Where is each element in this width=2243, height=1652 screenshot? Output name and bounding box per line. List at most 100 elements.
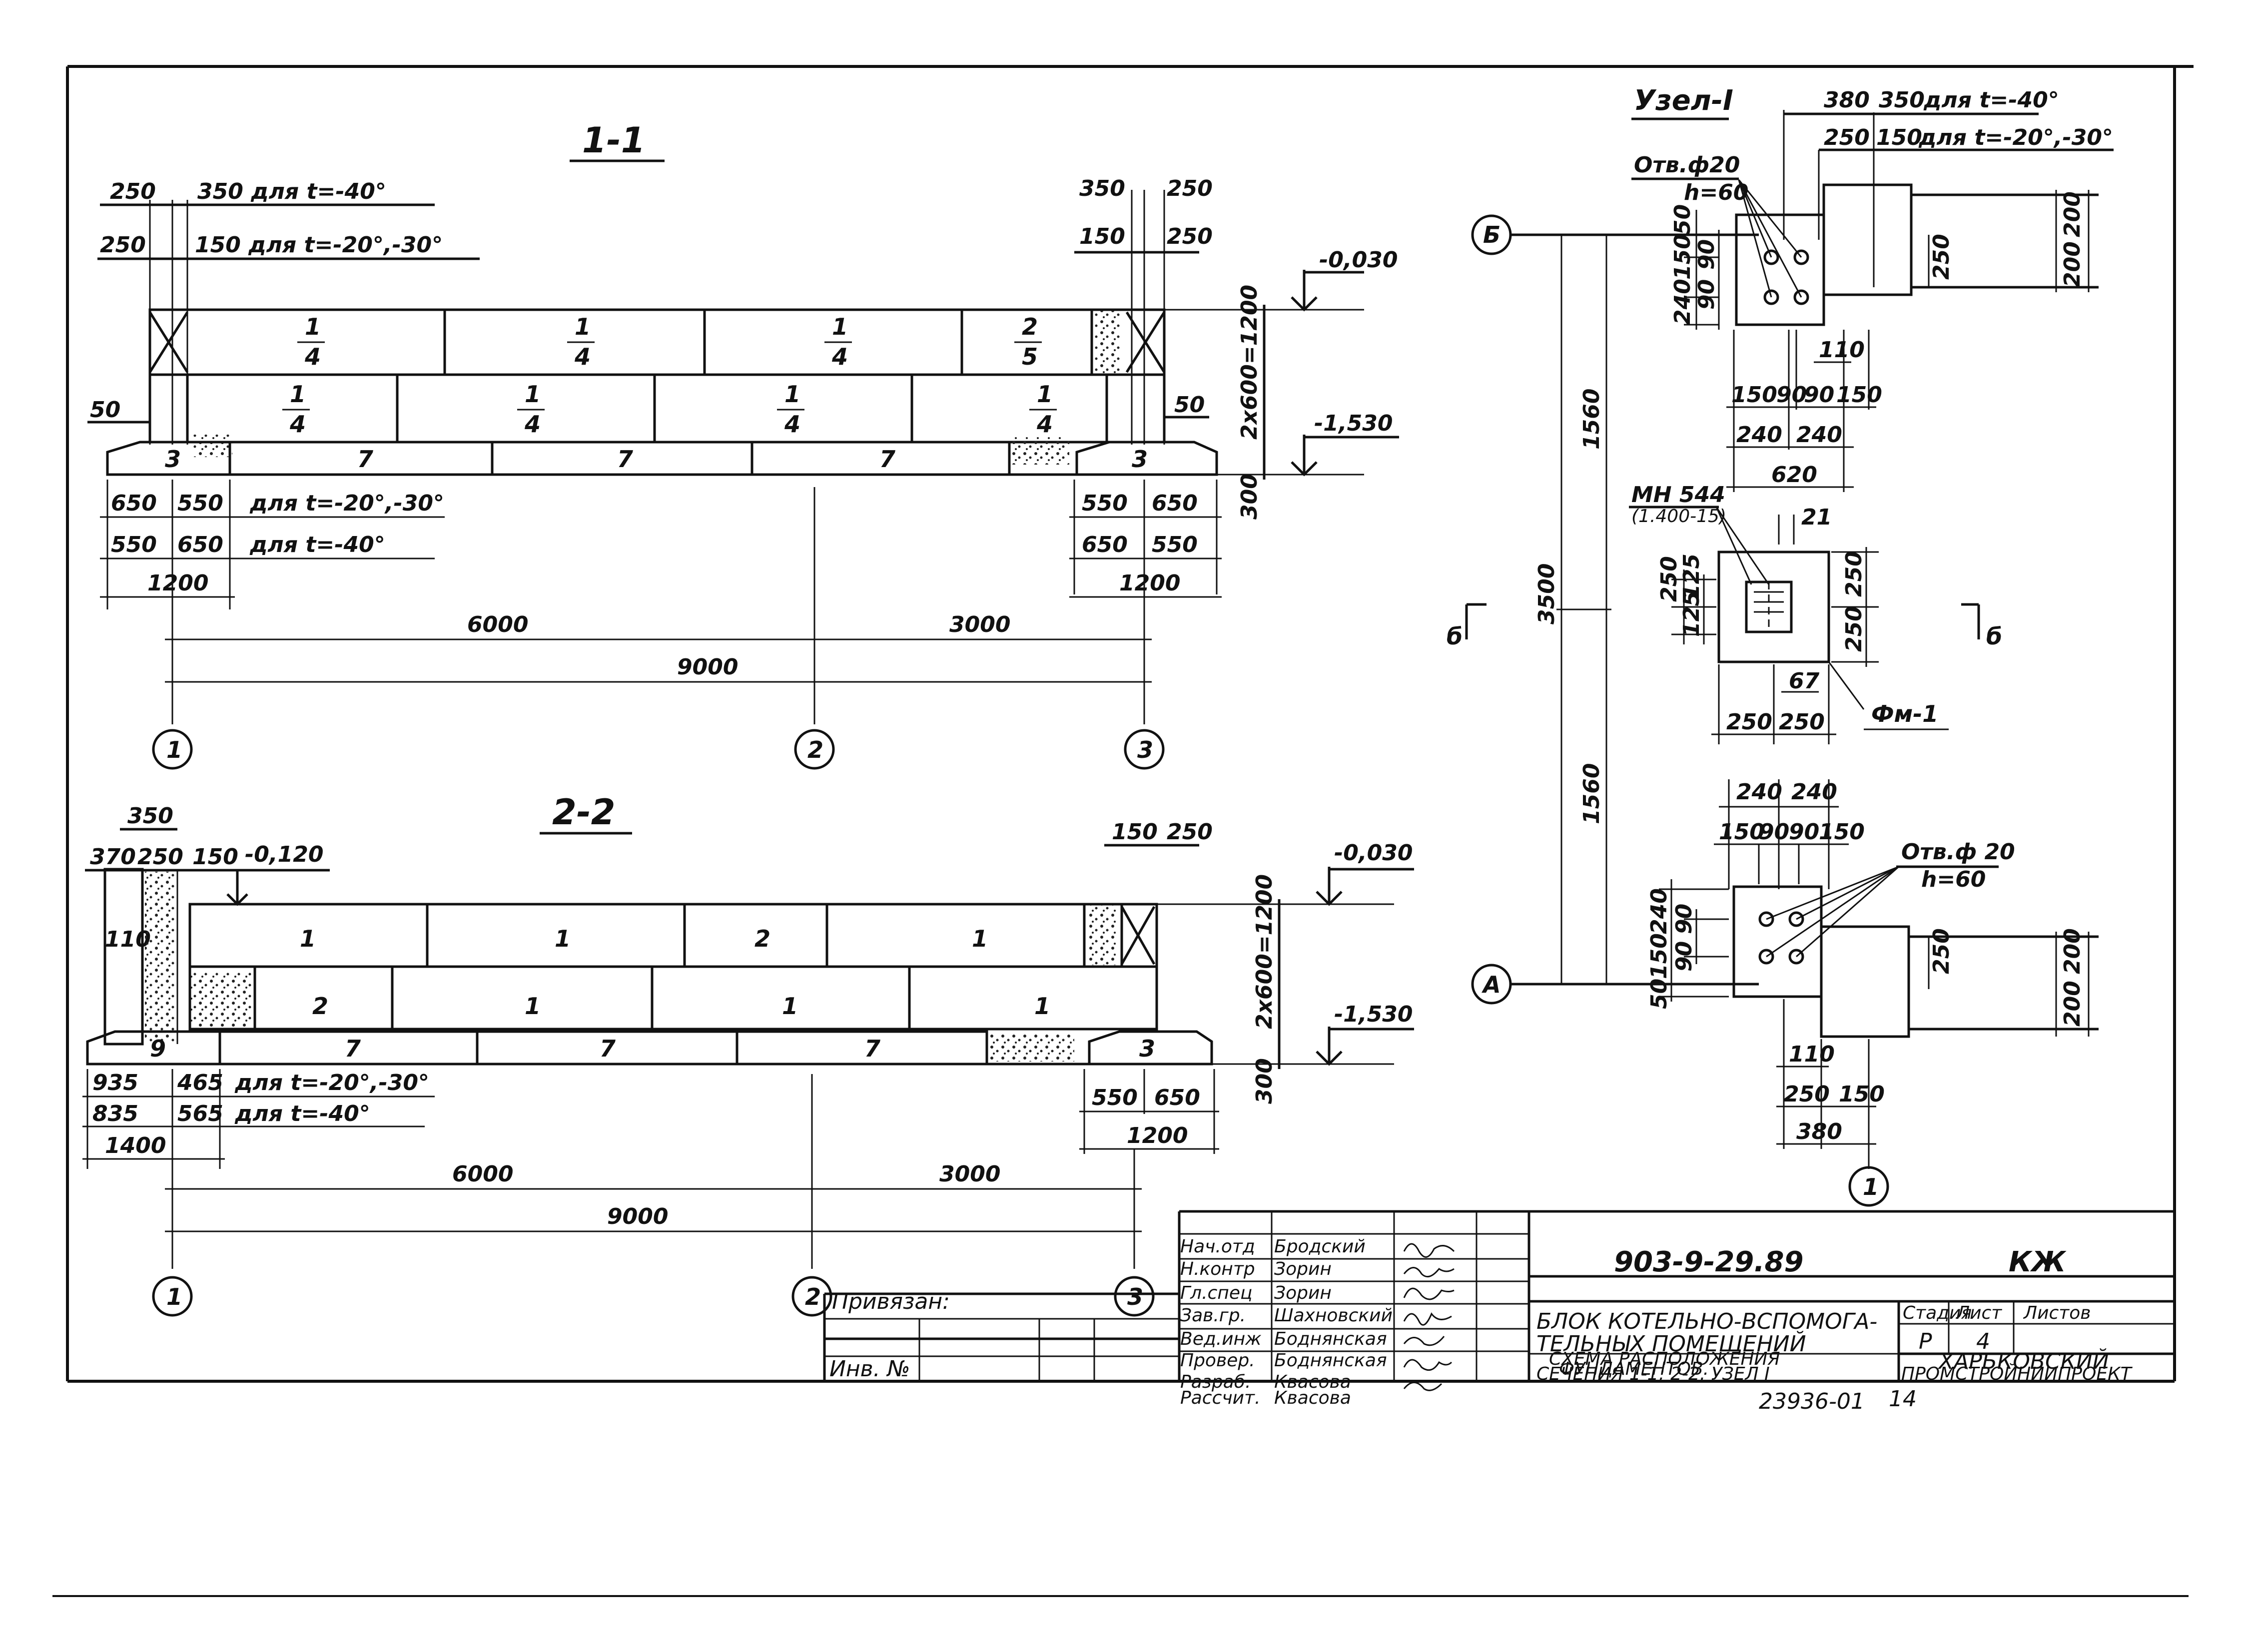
s1-tr-c: 150	[1079, 224, 1125, 249]
tb-role-6: Разраб.	[1180, 1372, 1251, 1392]
n1-lt2-3: 90	[1789, 819, 1819, 845]
n1-ld-200a: 200	[2060, 928, 2085, 974]
s2-lr1-note: для t=-20°,-30°	[234, 1070, 429, 1096]
n1-upper-dim-50: 50	[1670, 204, 1695, 235]
s1-block-top-3-den: 4	[831, 343, 848, 370]
n1-mid-right-250b: 250	[1841, 606, 1867, 652]
s2-top-c: 250	[137, 844, 183, 870]
n1-ld-250: 250	[1929, 928, 1954, 974]
n1-upper-dim-150: 150	[1670, 234, 1695, 280]
s1-block-top-2-num: 1	[575, 313, 591, 340]
n1-upper-dim-90a: 90	[1694, 239, 1719, 270]
s2-top-a: 350	[127, 803, 173, 829]
s2-lr1-b: 465	[177, 1070, 223, 1096]
s1-footing-1: 3	[165, 446, 181, 473]
s1-left-total: 1200	[147, 570, 208, 596]
n1-upper-dim-240: 240	[1670, 279, 1695, 325]
s1-tr-d: 250	[1167, 224, 1213, 249]
n1-mid-right-250a: 250	[1841, 551, 1867, 597]
s1-footing-2: 7	[357, 446, 373, 473]
n1-axis-b: Б	[1483, 221, 1500, 248]
tb-role-2: Гл.спец	[1180, 1283, 1253, 1303]
n1-lt2-2: 90	[1759, 819, 1789, 845]
tb-archive: 23936-01	[1759, 1389, 1865, 1414]
tb-org-1: ХАРЬКОВСКИЙ	[1938, 1348, 2109, 1374]
s2-footing-1: 9	[150, 1035, 166, 1062]
tb-name-7: Квасова	[1274, 1388, 1351, 1408]
s1-note-2b: 150 для t=-20°,-30°	[195, 232, 443, 258]
n1-hole-2: Отв.ф 20	[1901, 839, 2015, 865]
tb-stage: Р	[1919, 1329, 1932, 1354]
s1-side-left: 50	[90, 397, 120, 423]
s1-block-bot-1-den: 4	[289, 411, 306, 438]
s1-block-top-4-num: 2	[1022, 313, 1038, 340]
n1-height-3: 1560	[1579, 763, 1604, 824]
s2-span-total: 9000	[607, 1204, 668, 1229]
s2-footing-4: 7	[864, 1035, 880, 1062]
s1-footing-5: 3	[1132, 446, 1148, 473]
n1-lb-250: 250	[1784, 1082, 1830, 1107]
tb-mark: КЖ	[2009, 1246, 2067, 1278]
n1-ld-150: 150	[1646, 933, 1672, 979]
s1-lr2-b: 650	[177, 532, 223, 557]
s1-block-bot-3-num: 1	[784, 381, 800, 408]
n1-top-note-1: для t=-40°	[1923, 87, 2059, 113]
n1-top-b: 350	[1879, 87, 1925, 113]
tb-page: 14	[1889, 1386, 1917, 1412]
n1-embed-label: МН 544	[1631, 482, 1725, 508]
n1-ld-90b: 90	[1671, 941, 1697, 972]
tb-sheet-name-1: СХЕМА РАСПОЛОЖЕНИЯ	[1549, 1349, 1780, 1369]
s2-lr2-note: для t=-40°	[234, 1101, 370, 1126]
section-2-2: 2-2 350 370 250 150 -0,120 150 250 110	[82, 792, 1414, 1317]
s2-block-bot-4: 1	[1034, 993, 1050, 1020]
s2-footing-3: 7	[600, 1035, 616, 1062]
n1-axis-1: 1	[1863, 1173, 1879, 1200]
s2-block-bot-1: 2	[312, 993, 328, 1020]
s1-side-right: 50	[1174, 392, 1205, 418]
n1-top-d: 150	[1876, 125, 1922, 150]
n1-ub-2: 90	[1776, 382, 1807, 408]
n1-upper-dim-200a: 200	[2060, 191, 2085, 237]
s1-axis-1: 1	[166, 736, 182, 763]
s2-height-blocks: 2x600=1200	[1252, 874, 1277, 1029]
n1-embed-sub: (1.400-15)	[1631, 506, 1726, 527]
s1-rr1-b: 650	[1152, 491, 1198, 516]
s1-rr1-a: 550	[1082, 491, 1128, 516]
n1-ub-3: 90	[1804, 382, 1834, 408]
s1-level-bottom: -1,530	[1314, 411, 1393, 436]
n1-height-2: 3500	[1534, 563, 1559, 624]
tb-role-5: Провер.	[1180, 1350, 1255, 1371]
sheet-frame	[52, 65, 2194, 1597]
tb-sheet-name-3: СЕЧЕНИЯ 1-1; 2-2. УЗЕЛ I	[1536, 1364, 1770, 1384]
s1-tr-b: 250	[1167, 176, 1213, 201]
s2-block-top-3: 2	[754, 925, 770, 952]
n1-height-1: 1560	[1579, 389, 1604, 450]
s2-footing-2: 7	[345, 1035, 361, 1062]
n1-upper-dim-250: 250	[1929, 234, 1954, 280]
n1-lt2-4: 150	[1819, 819, 1865, 845]
s1-note-2a: 250	[100, 232, 146, 258]
s2-level-left: -0,120	[245, 842, 323, 867]
n1-ub2-1: 240	[1736, 422, 1782, 448]
n1-axis-a: А	[1482, 971, 1501, 998]
n1-hole-2-h: h=60	[1921, 867, 1986, 892]
title-block: Привязан: Инв. № Нач.отд Н.контр Гл.спец…	[823, 1210, 2175, 1414]
s2-block-top-4: 1	[972, 925, 988, 952]
n1-embed-dim: 21	[1801, 505, 1832, 530]
tb-role-1: Н.контр	[1180, 1259, 1255, 1279]
n1-ub2-2: 240	[1796, 422, 1842, 448]
tb-name-4: Боднянская	[1274, 1329, 1387, 1349]
s1-block-bot-2-den: 4	[524, 411, 541, 438]
s1-span-b: 3000	[949, 612, 1010, 637]
s1-block-top-1-num: 1	[305, 313, 321, 340]
s2-lr2-b: 565	[177, 1101, 223, 1126]
tb-name-0: Бродский	[1274, 1236, 1366, 1257]
s2-axis-2: 2	[805, 1283, 821, 1310]
n1-hole-1: Отв.ф20	[1634, 152, 1740, 178]
tb-name-6: Квасова	[1274, 1372, 1351, 1392]
n1-lt-2: 240	[1791, 779, 1837, 805]
s2-lr1-a: 935	[92, 1070, 138, 1096]
s2-level-bottom: -1,530	[1334, 1002, 1413, 1027]
s1-block-top-2-den: 4	[574, 343, 591, 370]
s1-lr1-b: 550	[177, 491, 223, 516]
